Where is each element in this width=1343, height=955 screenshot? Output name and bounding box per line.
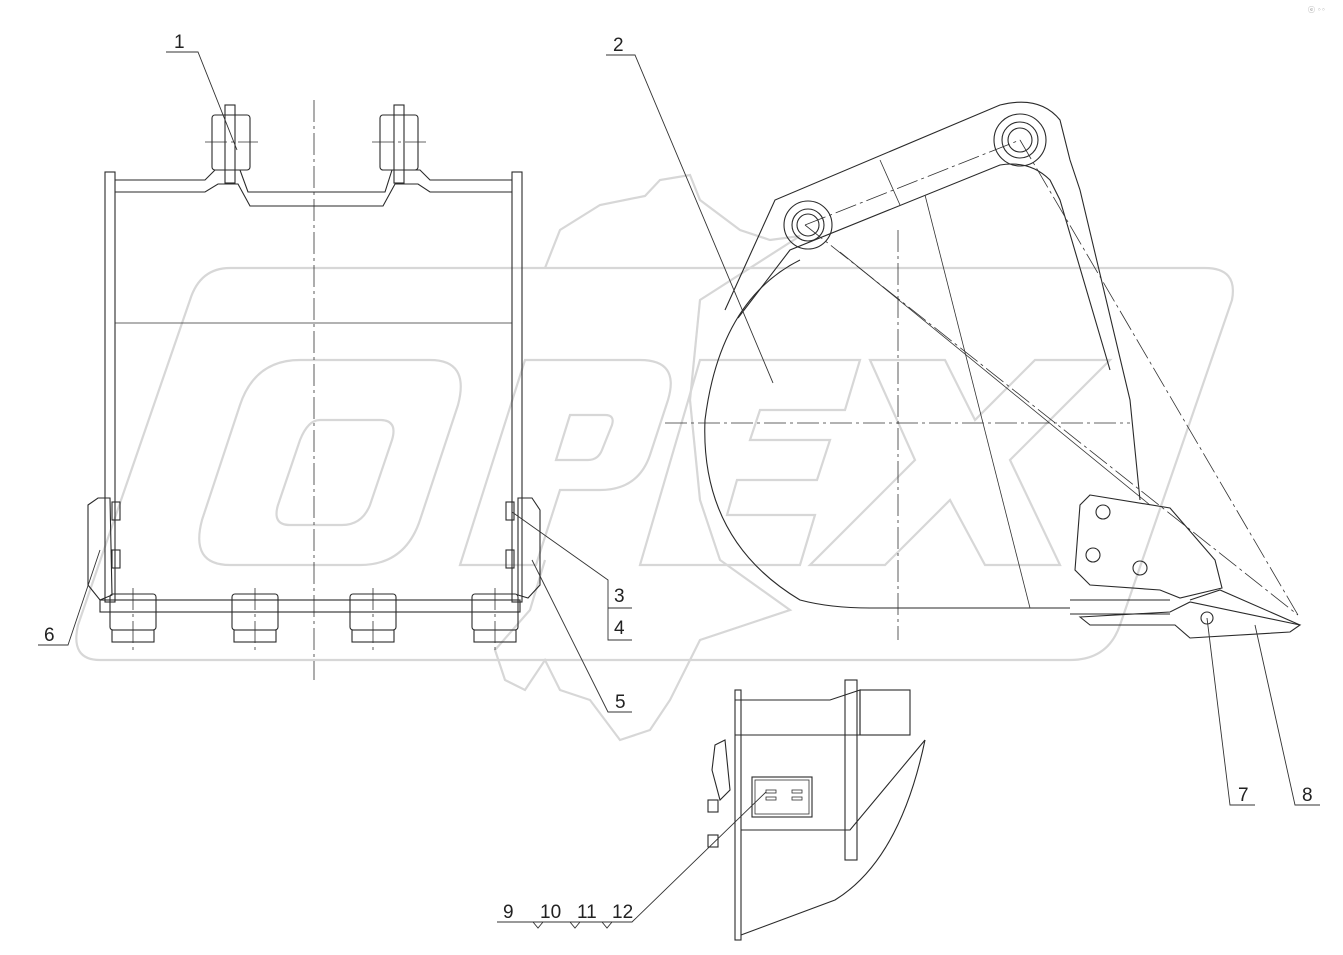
callout-7: 7 [1238, 785, 1249, 806]
watermark-letter-e [638, 358, 862, 567]
watermark-logo [75, 173, 1234, 742]
callout-12: 12 [612, 902, 633, 923]
callout-5: 5 [615, 692, 626, 713]
callout-2: 2 [613, 35, 624, 56]
callout-3: 3 [614, 586, 625, 607]
watermark-letter-p [458, 358, 672, 567]
watermark-badge [75, 266, 1234, 662]
callout-11: 11 [577, 902, 597, 923]
callout-9: 9 [503, 902, 514, 923]
bucket-front-view [87, 100, 541, 680]
callout-6: 6 [44, 625, 55, 646]
callout-10: 10 [540, 902, 561, 923]
callout-labels: 1 2 3 4 5 6 7 8 9 10 11 12 [44, 32, 1313, 923]
callout-8: 8 [1302, 785, 1313, 806]
callout-4: 4 [614, 618, 625, 639]
tooth-adapters [109, 588, 519, 650]
corner-mark: ⓔ ◦◦ [1308, 6, 1325, 14]
watermark-letter-o [198, 358, 462, 567]
watermark-gear [493, 173, 801, 742]
callout-1: 1 [174, 32, 185, 53]
watermark-letter-x [807, 358, 1113, 567]
bucket-detail-view [707, 679, 926, 941]
bucket-side-view [665, 101, 1302, 640]
leader-lines [38, 51, 1320, 929]
